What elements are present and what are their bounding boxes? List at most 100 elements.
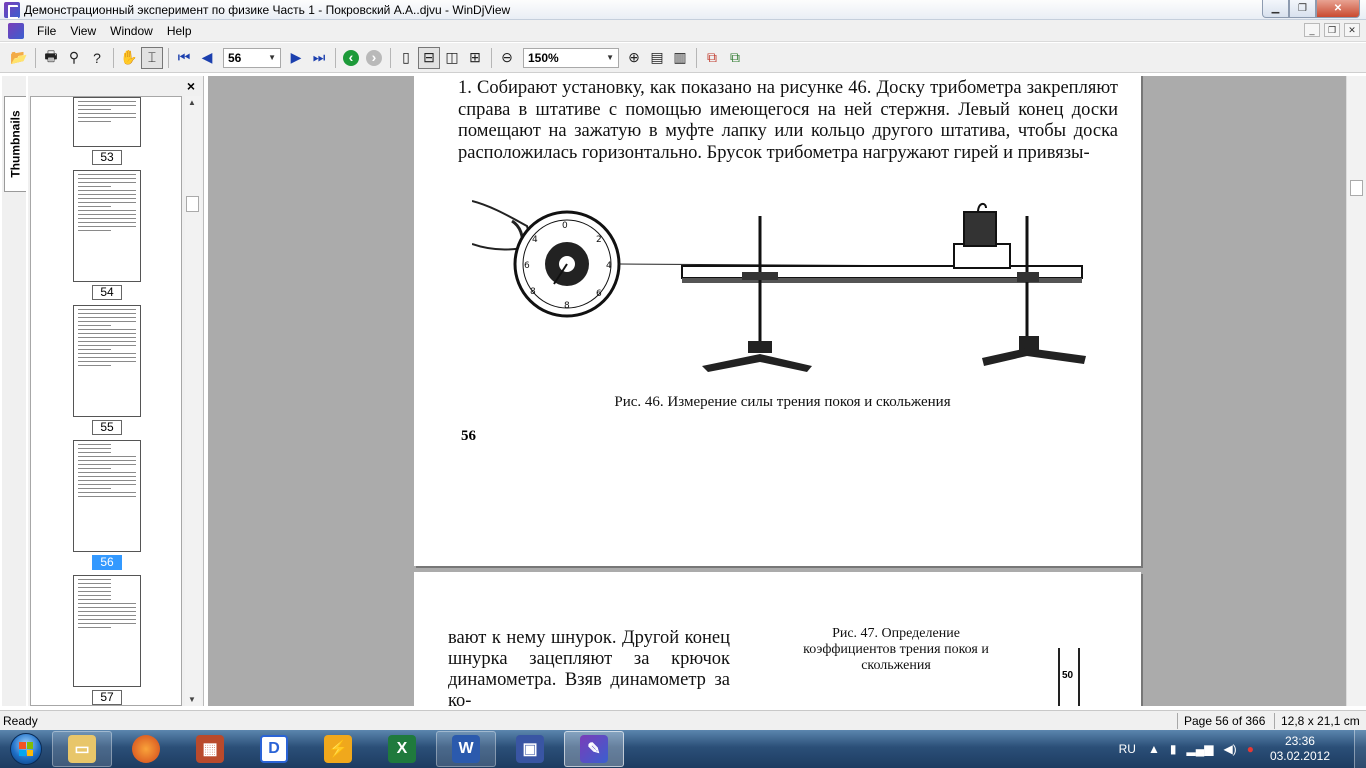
fit-width-icon[interactable]: ▥ bbox=[673, 49, 687, 65]
toolbar-separator bbox=[491, 47, 492, 68]
tab-thumbnails-label: Thumbnails bbox=[8, 110, 23, 178]
menu-window[interactable]: Window bbox=[110, 23, 153, 38]
show-hidden-icons-icon[interactable]: ▲ bbox=[1147, 742, 1160, 756]
scroll-down-icon[interactable]: ▼ bbox=[188, 695, 196, 704]
taskbar-explorer[interactable]: ▭ bbox=[52, 731, 112, 767]
doc-minimize-button[interactable]: _ bbox=[1304, 23, 1320, 37]
scrollbar-thumb[interactable] bbox=[186, 196, 199, 212]
show-desktop-button[interactable] bbox=[1354, 730, 1366, 768]
print-icon[interactable]: 🖶 bbox=[44, 47, 58, 64]
forward-icon[interactable]: › bbox=[363, 47, 385, 69]
taskbar: ▭ ▦ D ⚡ X W ▣ ✎ RU ▲ ▮ ▂▄▆ ◀) ● 23:36 03… bbox=[0, 730, 1366, 768]
facing-pages-icon[interactable]: ◫ bbox=[445, 49, 459, 65]
rotate-right-icon[interactable]: ⧉ bbox=[730, 49, 740, 65]
next-page-icon[interactable]: ▶ bbox=[290, 49, 302, 65]
thumbnail-page-57[interactable] bbox=[73, 575, 141, 687]
hand-tool-icon[interactable]: ✋ bbox=[120, 49, 138, 65]
select-tool-icon[interactable]: ⌶ bbox=[141, 46, 163, 69]
thumbnail-page-56[interactable] bbox=[73, 440, 141, 552]
maximize-button[interactable]: ❐ bbox=[1289, 0, 1316, 18]
menu-bar: File View Window Help _ ❐ ✕ bbox=[0, 20, 1366, 42]
svg-text:4: 4 bbox=[532, 235, 538, 245]
network-icon[interactable]: ▂▄▆ bbox=[1186, 742, 1214, 756]
first-page-icon[interactable]: ⏮ bbox=[177, 49, 191, 65]
system-tray: RU ▲ ▮ ▂▄▆ ◀) ● 23:36 03.02.2012 bbox=[1119, 730, 1366, 768]
document-scrollbar[interactable] bbox=[1346, 76, 1366, 706]
minimize-button[interactable]: ▁ bbox=[1262, 0, 1289, 18]
back-icon[interactable]: ‹ bbox=[340, 47, 362, 69]
toolbar-separator bbox=[696, 47, 697, 68]
page-number-combo[interactable]: 56 ▼ bbox=[223, 47, 281, 68]
taskbar-windjview[interactable]: ✎ bbox=[564, 731, 624, 767]
close-panel-icon[interactable]: × bbox=[186, 78, 195, 94]
thumbnails-panel: × 53 54 55 56 bbox=[28, 76, 204, 706]
previous-page-icon[interactable]: ◀ bbox=[201, 49, 213, 65]
menu-file[interactable]: File bbox=[37, 23, 57, 38]
document-view[interactable]: 1. Собирают установку, как показано на р… bbox=[208, 76, 1346, 706]
thumbnail-label[interactable]: 55 bbox=[92, 420, 122, 435]
svg-text:6: 6 bbox=[524, 261, 530, 271]
scrollbar-thumb[interactable] bbox=[1350, 180, 1363, 196]
taskbar-deskview[interactable]: D bbox=[244, 731, 304, 767]
thumbnails-list[interactable]: 53 54 55 56 57 bbox=[30, 96, 182, 706]
taskbar-word[interactable]: W bbox=[436, 731, 496, 767]
help-icon[interactable]: ? bbox=[93, 49, 101, 66]
firefox-icon bbox=[132, 735, 160, 763]
clock[interactable]: 23:36 03.02.2012 bbox=[1270, 734, 1330, 764]
thumbnails-scrollbar[interactable]: ▲ ▼ bbox=[185, 96, 201, 706]
page-number-value: 56 bbox=[228, 50, 242, 65]
folder-icon: ▭ bbox=[68, 735, 96, 763]
language-indicator[interactable]: RU bbox=[1118, 742, 1136, 756]
thumbnail-page-54[interactable] bbox=[73, 170, 141, 282]
zoom-value: 150% bbox=[528, 50, 559, 65]
taskbar-winamp[interactable]: ⚡ bbox=[308, 731, 368, 767]
continuous-icon[interactable]: ⊟ bbox=[418, 46, 440, 69]
thumbnail-label[interactable]: 57 bbox=[92, 690, 122, 705]
taskbar-archiver[interactable]: ▦ bbox=[180, 731, 240, 767]
last-page-icon[interactable]: ⏭ bbox=[312, 49, 326, 65]
zoom-in-icon[interactable]: ⊕ bbox=[628, 49, 640, 65]
thumbnail-page-55[interactable] bbox=[73, 305, 141, 417]
thumbnail-label-selected[interactable]: 56 bbox=[92, 555, 122, 570]
start-button[interactable] bbox=[4, 730, 48, 768]
page-paragraph: вают к нему шнурок. Другой конец шнурка … bbox=[448, 628, 730, 706]
taskbar-firefox[interactable] bbox=[116, 731, 176, 767]
open-icon[interactable]: 📂 bbox=[10, 49, 28, 65]
status-bar: Ready Page 56 of 366 12,8 x 21,1 cm bbox=[0, 710, 1366, 730]
menu-help[interactable]: Help bbox=[166, 23, 192, 38]
single-page-icon[interactable]: ▯ bbox=[402, 49, 410, 65]
document-icon[interactable] bbox=[8, 22, 24, 39]
taskbar-excel[interactable]: X bbox=[372, 731, 432, 767]
title-bar: Демонстрационный эксперимент по физике Ч… bbox=[0, 0, 1366, 20]
figure-caption: Рис. 47. Определение коэффициентов трени… bbox=[803, 626, 989, 673]
chevron-down-icon: ▼ bbox=[268, 53, 276, 62]
doc-close-button[interactable]: ✕ bbox=[1344, 23, 1360, 37]
windows-logo-icon bbox=[10, 733, 42, 765]
close-button[interactable]: ✕ bbox=[1316, 0, 1360, 18]
zoom-combo[interactable]: 150% ▼ bbox=[523, 47, 619, 68]
continuous-facing-icon[interactable]: ⊞ bbox=[469, 49, 481, 65]
document-page-56: 1. Собирают установку, как показано на р… bbox=[414, 76, 1141, 566]
toolbar-separator bbox=[390, 47, 391, 68]
antivirus-icon[interactable]: ● bbox=[1246, 742, 1254, 756]
rotate-left-icon[interactable]: ⧉ bbox=[707, 49, 717, 65]
fit-page-icon[interactable]: ▤ bbox=[650, 49, 664, 65]
tab-thumbnails[interactable]: Thumbnails bbox=[4, 96, 26, 192]
usb-device-icon[interactable]: ▮ bbox=[1169, 742, 1177, 756]
window-title: Демонстрационный эксперимент по физике Ч… bbox=[24, 2, 511, 17]
scroll-up-icon[interactable]: ▲ bbox=[188, 98, 196, 107]
taskbar-save[interactable]: ▣ bbox=[500, 731, 560, 767]
volume-icon[interactable]: ◀) bbox=[1223, 742, 1237, 756]
thumbnail-label[interactable]: 53 bbox=[92, 150, 122, 165]
find-icon[interactable]: ⚲ bbox=[68, 49, 80, 65]
page-paragraph: 1. Собирают установку, как показано на р… bbox=[458, 78, 1118, 163]
toolbar-separator bbox=[335, 47, 336, 68]
zoom-out-icon[interactable]: ⊖ bbox=[501, 49, 513, 65]
menu-view[interactable]: View bbox=[70, 23, 97, 38]
winamp-icon: ⚡ bbox=[324, 735, 352, 763]
toolbar-separator bbox=[113, 47, 114, 68]
thumbnail-label[interactable]: 54 bbox=[92, 285, 122, 300]
thumbnail-page-53[interactable] bbox=[73, 97, 141, 147]
doc-restore-button[interactable]: ❐ bbox=[1324, 23, 1340, 37]
figure-caption: Рис. 46. Измерение силы трения покоя и с… bbox=[614, 394, 951, 410]
